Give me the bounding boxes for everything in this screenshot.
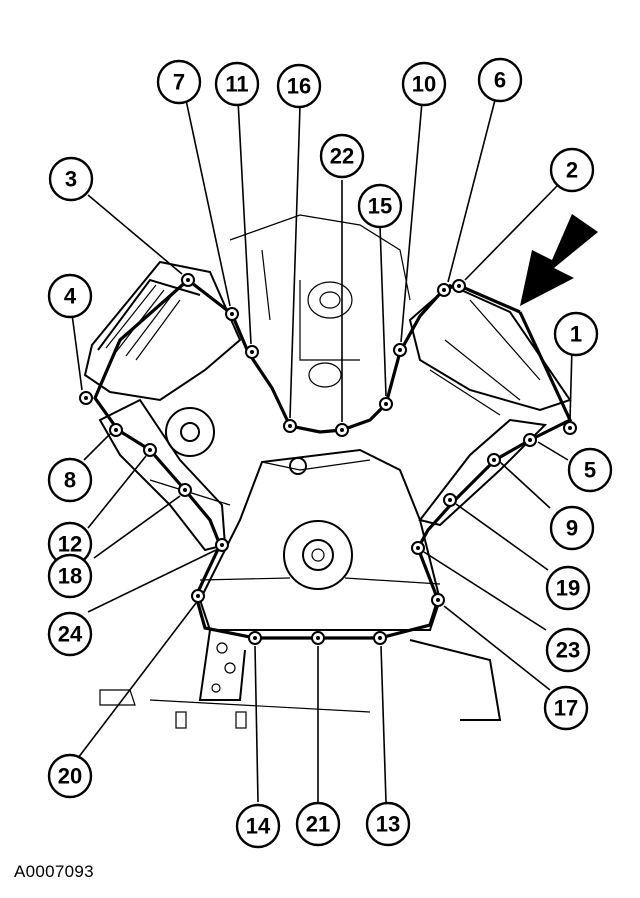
svg-text:22: 22: [330, 144, 354, 169]
svg-text:6: 6: [494, 68, 506, 93]
bolt-22: [335, 423, 349, 437]
svg-text:14: 14: [246, 814, 271, 839]
svg-text:18: 18: [58, 564, 82, 589]
callouts: 1 2 3 4 5 6 7 8 9 10 11 12 13 14 15 16 1…: [47, 57, 613, 849]
bolt-2: [452, 279, 466, 293]
bolt-11: [245, 345, 259, 359]
callout-23: 23: [545, 627, 591, 673]
bolt-15: [379, 397, 393, 411]
svg-text:7: 7: [173, 70, 185, 95]
bolt-1: [563, 421, 577, 435]
callout-14: 14: [235, 803, 281, 849]
svg-text:5: 5: [584, 458, 596, 483]
svg-text:19: 19: [556, 576, 580, 601]
callout-18: 18: [47, 553, 93, 599]
bolt-23: [411, 541, 425, 555]
svg-text:2: 2: [566, 158, 578, 183]
bolt-20: [191, 589, 205, 603]
svg-text:15: 15: [368, 194, 392, 219]
bolt-16: [283, 419, 297, 433]
svg-text:4: 4: [64, 284, 77, 309]
bolt-21: [311, 631, 325, 645]
callout-5: 5: [567, 447, 613, 493]
svg-text:13: 13: [376, 812, 400, 837]
svg-text:9: 9: [566, 516, 578, 541]
bolt-13: [373, 631, 387, 645]
callout-13: 13: [365, 801, 411, 847]
bolt-18: [178, 483, 192, 497]
callout-22: 22: [319, 133, 365, 179]
bolt-14: [248, 631, 262, 645]
engine-line-art: [83, 214, 572, 729]
figure-id: A0007093: [14, 862, 94, 881]
bolt-19: [443, 493, 457, 507]
callout-21: 21: [295, 801, 341, 847]
svg-text:17: 17: [554, 696, 578, 721]
callout-10: 10: [401, 61, 447, 107]
svg-text:12: 12: [58, 532, 82, 557]
bolt-locations: [79, 273, 577, 645]
callout-17: 17: [543, 685, 589, 731]
callout-24: 24: [47, 611, 93, 657]
callout-8: 8: [47, 457, 93, 503]
bolt-5: [523, 433, 537, 447]
svg-text:23: 23: [556, 638, 580, 663]
callout-7: 7: [156, 59, 202, 105]
bolt-12: [143, 443, 157, 457]
arrow-icon: [520, 214, 598, 306]
svg-text:21: 21: [306, 812, 330, 837]
svg-text:20: 20: [58, 764, 82, 789]
bolt-6: [437, 283, 451, 297]
bolt-24: [215, 538, 229, 552]
callout-20: 20: [47, 753, 93, 799]
callout-15: 15: [357, 183, 403, 229]
bolt-9: [487, 453, 501, 467]
bolt-10: [393, 343, 407, 357]
svg-text:24: 24: [58, 622, 83, 647]
callout-9: 9: [549, 505, 595, 551]
callout-16: 16: [276, 63, 322, 109]
svg-text:11: 11: [225, 72, 248, 97]
leader-lines: [71, 99, 573, 803]
bolt-7: [225, 307, 239, 321]
svg-text:8: 8: [64, 468, 76, 493]
bolt-3: [181, 273, 195, 287]
callout-19: 19: [545, 565, 591, 611]
svg-text:10: 10: [412, 72, 436, 97]
callout-1: 1: [553, 311, 599, 357]
bolt-17: [431, 593, 445, 607]
svg-text:16: 16: [287, 74, 311, 99]
callout-11: 11: [214, 61, 260, 107]
svg-text:3: 3: [65, 167, 77, 192]
bolt-8: [109, 423, 123, 437]
callout-4: 4: [47, 273, 93, 319]
callout-2: 2: [549, 147, 595, 193]
callout-6: 6: [477, 57, 523, 103]
bolt-4: [79, 391, 93, 405]
callout-3: 3: [48, 156, 94, 202]
svg-text:1: 1: [570, 322, 582, 347]
